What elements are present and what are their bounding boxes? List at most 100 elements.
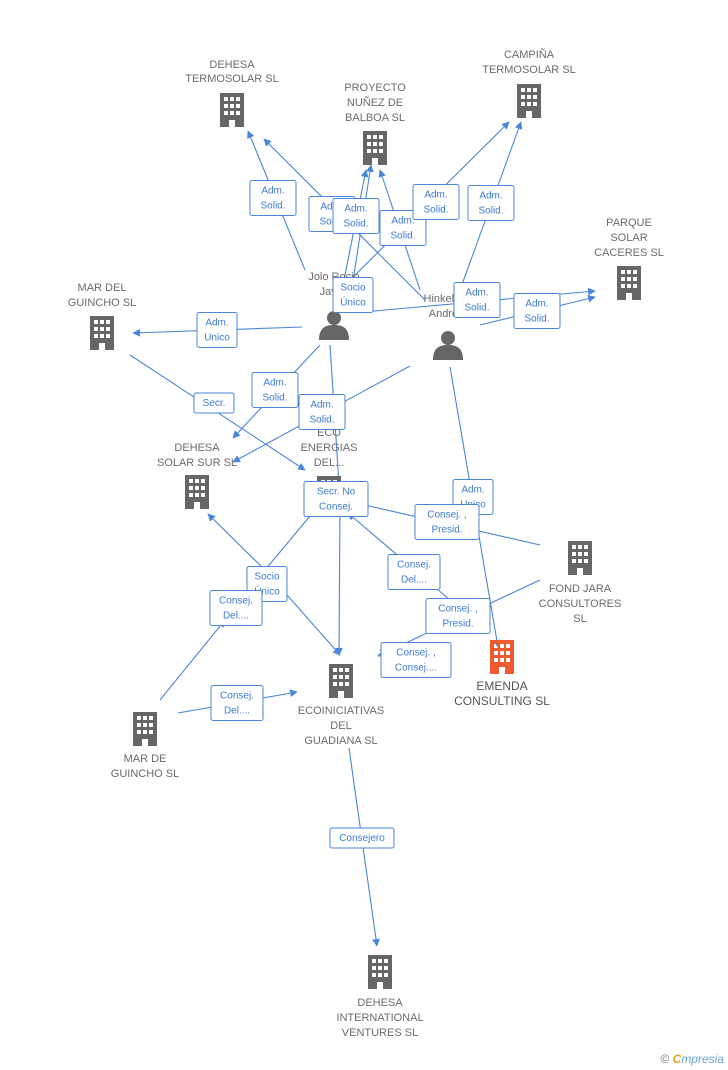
edge-label-text: Consejero <box>339 833 385 844</box>
edge-label-line: Consej. , <box>438 604 477 615</box>
edge-label-box <box>210 685 264 721</box>
edge-label-box <box>298 394 346 430</box>
edge-label-line: Adm. <box>465 288 488 299</box>
edge-label-box <box>251 372 299 408</box>
building-icon <box>220 93 244 127</box>
edge-label-jolo-dss[interactable]: Adm. Solid. <box>251 372 299 408</box>
node-label-line: EMENDA <box>476 679 527 693</box>
edge-label-line: Adm. <box>391 216 414 227</box>
edge-label-text: Adm. Solid. <box>464 288 489 314</box>
node-label-line: DEHESA <box>209 59 255 71</box>
edge-line-eco-ecoin <box>335 499 343 656</box>
empresia-logo: Cmpresia <box>673 1052 724 1066</box>
edge-label-fond-eco[interactable]: Consej. ,Presid. <box>414 504 480 540</box>
building-icon <box>185 475 209 509</box>
edge-label-box <box>513 293 561 329</box>
node-label-line: NUÑEZ DE <box>347 96 403 109</box>
edge-label-hink-camp[interactable]: Adm.Solid. <box>467 185 515 221</box>
edge-label-line: Consej. <box>220 691 254 702</box>
edge-label-line: Solid. <box>260 201 285 212</box>
edge-label-jolo-camp[interactable]: Adm.Solid. <box>412 184 460 220</box>
edge-label-box <box>209 590 263 626</box>
node-label-line: DEHESA <box>357 997 403 1009</box>
edge-label-line: Adm. <box>310 400 333 411</box>
edge-label-text: Adm. Solid. <box>260 186 285 212</box>
building-icon <box>90 316 114 350</box>
edge-label-hink-parque1[interactable]: Adm. Solid. <box>453 282 501 318</box>
footer-brand: © Cmpresia <box>660 1052 724 1066</box>
edge-label-emenda-ecoin[interactable]: Consej. ,Consej.... <box>380 642 452 678</box>
edge-label-text: Consej.Del.... <box>219 596 253 622</box>
edge-label-text: Adm.Solid. <box>343 204 368 230</box>
building-icon <box>617 266 641 300</box>
edge-label-text: Secr. <box>203 398 226 409</box>
edge-label-line: Del.... <box>401 575 427 586</box>
edge-label-hink-parque2[interactable]: Adm. Solid. <box>513 293 561 329</box>
edge-label-mar-eco[interactable]: Secr. <box>193 392 235 414</box>
edge-label-text: Consej.Del.... <box>397 560 431 586</box>
edge-label-line: Solid. <box>464 303 489 314</box>
edge-label-text: Adm. Solid. <box>524 299 549 325</box>
edge-label-jolo-mar[interactable]: Adm.Unico <box>196 312 238 348</box>
edge-label-text: Adm.Solid. <box>478 191 503 217</box>
node-label-line: GUADIANA SL <box>304 735 377 747</box>
edge-label-text: Adm. Solid. <box>309 400 334 426</box>
edge-label-line: Adm. <box>461 485 484 496</box>
edge-label-marde-eco[interactable]: Consej.Del.... <box>209 590 263 626</box>
edge-label-emenda-eco[interactable]: Consej.Del.... <box>387 554 441 590</box>
edge-label-box <box>303 481 369 517</box>
edge-line-marde-eco <box>159 619 226 701</box>
edge-label-line: Adm. <box>261 186 284 197</box>
edge-label-box <box>387 554 441 590</box>
edge-label-jolo-dt[interactable]: Adm. Solid. <box>249 180 297 216</box>
edge-label-text: Consej. ,Presid. <box>427 510 466 536</box>
building-icon <box>568 541 592 575</box>
edge-label-line: Solid. <box>309 415 334 426</box>
edge-label-fond-ecoin[interactable]: Consej. ,Presid. <box>425 598 491 634</box>
node-label-line: PROYECTO <box>344 82 406 94</box>
edge-label-line: Consej. , <box>396 648 435 659</box>
edge-label-text: Consej. ,Presid. <box>438 604 477 630</box>
node-label-line: VENTURES SL <box>342 1027 418 1039</box>
node-label-line: ENERGIAS <box>301 442 358 454</box>
building-icon <box>368 955 392 989</box>
edge-label-line: Adm. <box>344 204 367 215</box>
edge-label-hink-dss[interactable]: Adm. Solid. <box>298 394 346 430</box>
edge-label-line: Adm. <box>263 378 286 389</box>
edge-label-line: Solid. <box>524 314 549 325</box>
edge-label-line: Solid. <box>262 393 287 404</box>
edge-line-18 <box>264 509 316 571</box>
node-label-line: SOLAR SUR SL <box>157 457 237 469</box>
edge-label-marde-ecoin[interactable]: Consej.Del.... <box>210 685 264 721</box>
edge-label-line: Presid. <box>431 525 462 536</box>
edge-label-ecoin-dehesa-int[interactable]: Consejero <box>329 827 395 849</box>
building-icon <box>363 131 387 165</box>
node-label-line: CACERES SL <box>594 247 664 259</box>
edge-label-hink-dt[interactable]: Adm.Solid. <box>332 198 380 234</box>
node-label-line: MAR DE <box>124 753 167 765</box>
edge-label-line: Adm. <box>525 299 548 310</box>
edge-label-line: Solid. <box>319 217 344 228</box>
edge-label-text: Adm.Solid. <box>390 216 415 242</box>
